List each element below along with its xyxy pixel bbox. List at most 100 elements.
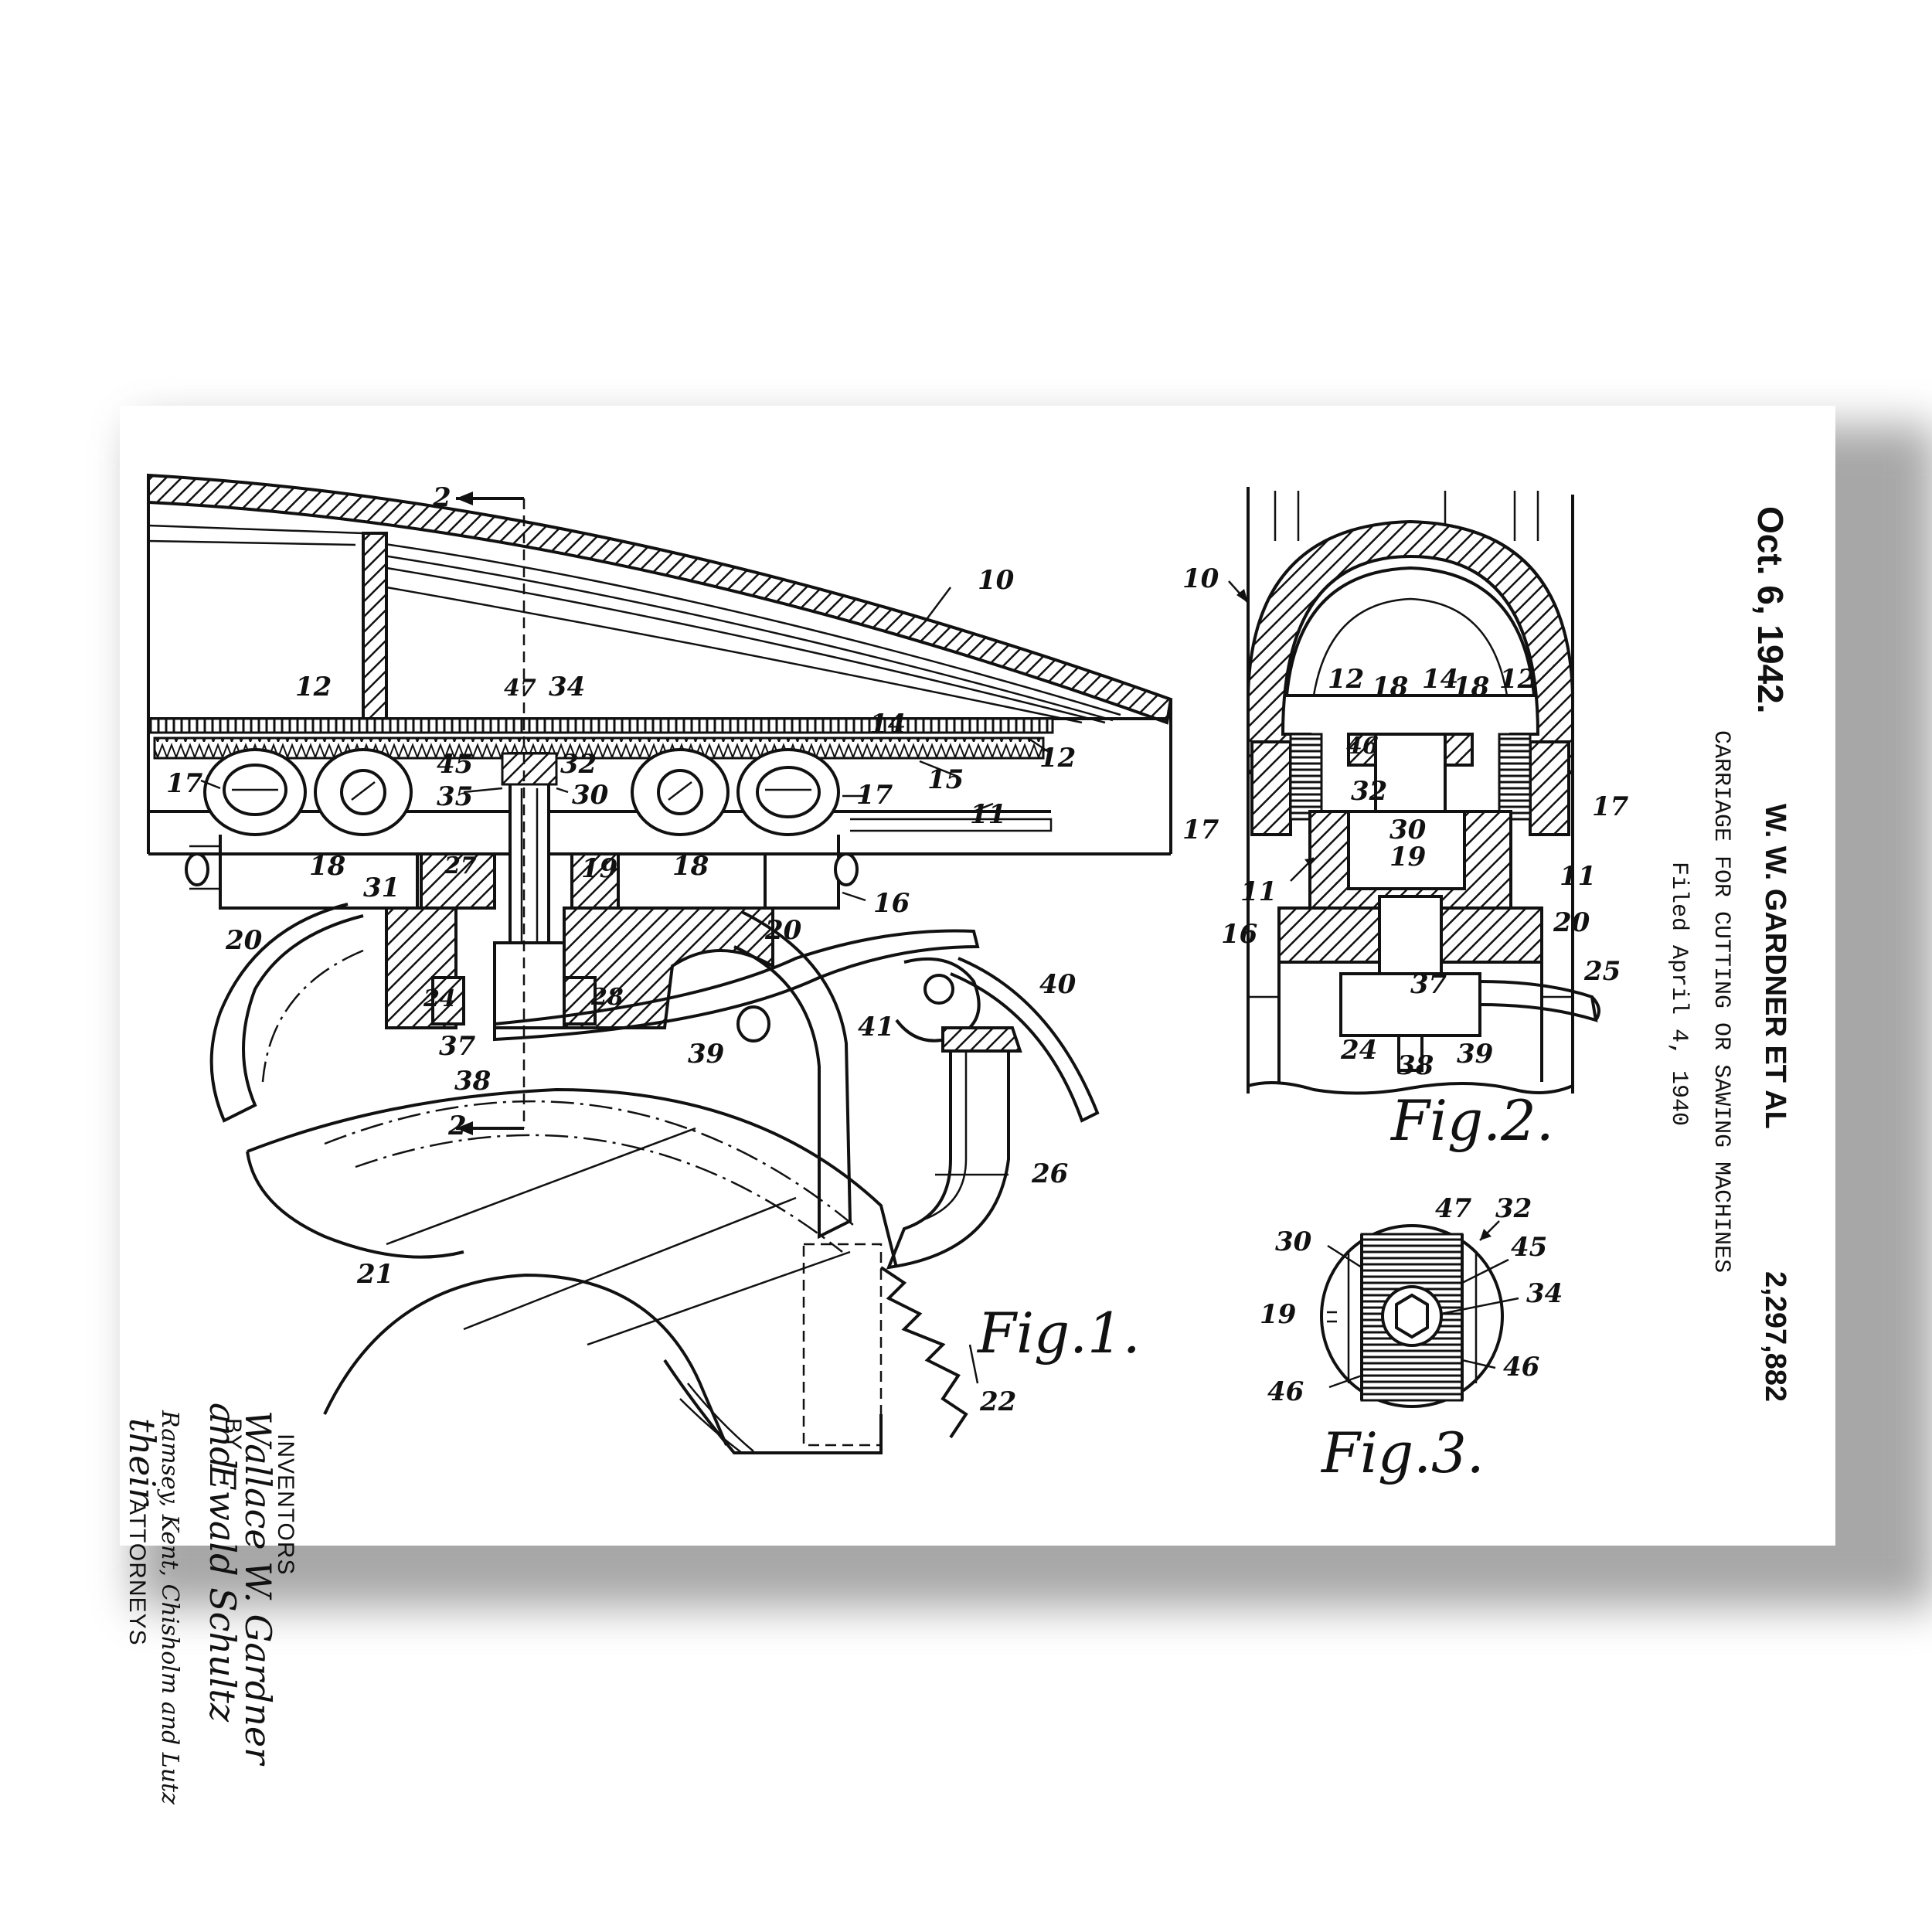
patent-number: 2,297,882 <box>1759 1271 1791 1402</box>
fig2-label-14: 14 <box>1422 664 1458 695</box>
header-block: Oct. 6, 1942. W. W. GARDNER ET AL 2,297,… <box>1665 506 1791 1402</box>
fig1-label-30: 30 <box>572 780 609 811</box>
fig2-label-37: 37 <box>1410 969 1447 1000</box>
fig2-label-38: 38 <box>1397 1050 1434 1081</box>
roller-17-right <box>736 748 840 836</box>
inventor-and: and <box>202 1403 243 1470</box>
fig1-label-17b: 17 <box>856 780 893 811</box>
spring-40 <box>950 957 1100 1123</box>
attorneys-label: ATTORNEYS <box>124 1499 150 1646</box>
figure-3 <box>1320 1220 1519 1408</box>
fig3-label-34: 34 <box>1526 1278 1563 1309</box>
fig2-label-10: 10 <box>1182 563 1219 594</box>
fig2-label-11a: 11 <box>1240 876 1277 907</box>
fig1-label-16: 16 <box>873 888 910 919</box>
attorneys-firm: Ramsey, Kent, Chisholm and Lutz <box>156 1410 183 1804</box>
roller-18-right <box>631 748 730 836</box>
fig2-label-17b: 17 <box>1592 791 1629 822</box>
fig1-label-2-top: 2 <box>432 482 451 513</box>
fig2-label-12a: 12 <box>1328 664 1364 695</box>
fig1-label-2-bottom: 2 <box>447 1111 467 1141</box>
fig1-label-18a: 18 <box>309 851 345 882</box>
attorneys-their: their <box>121 1418 163 1507</box>
fig2-label-39: 39 <box>1457 1039 1493 1070</box>
figure-1 <box>147 473 1173 1454</box>
inventor-name-1: Wallace W. Gardner <box>237 1410 279 1767</box>
roller-18-left <box>314 748 413 836</box>
fig3-label-19: 19 <box>1260 1299 1296 1330</box>
arm-26 <box>886 1036 1010 1270</box>
fig2-label-25: 25 <box>1583 956 1621 987</box>
rack-15 <box>153 736 1045 760</box>
fig1-label-12a: 12 <box>295 672 332 702</box>
fig1-label-20b: 20 <box>764 915 802 946</box>
fig3-label-47: 47 <box>1435 1193 1472 1224</box>
fig1-label-26: 26 <box>1031 1158 1068 1189</box>
saw-teeth-22 <box>879 1266 968 1439</box>
fig1-label-24: 24 <box>423 985 456 1012</box>
fig1-label-15: 15 <box>927 764 964 795</box>
fig1-caption: Fig.1. <box>976 1301 1141 1366</box>
fig3-label-45: 45 <box>1511 1232 1547 1263</box>
fig1-label-14: 14 <box>869 709 906 740</box>
fig2-label-12b: 12 <box>1499 664 1536 695</box>
fig1-label-17a: 17 <box>166 768 203 799</box>
fig1-label-20a: 20 <box>225 925 263 956</box>
inventors-by: BY <box>220 1418 246 1451</box>
fig1-label-37: 37 <box>439 1031 476 1062</box>
inventor-name-2: Ewald Schultz <box>202 1464 243 1723</box>
fig1-label-12b: 12 <box>1039 743 1076 774</box>
fig1-labels: 10 12 12 14 15 11 17 17 18 18 47 34 45 3… <box>166 482 1141 1417</box>
fig2-caption: Fig.2. <box>1389 1088 1554 1153</box>
guard-20-left <box>209 903 364 1123</box>
fig1-label-27: 27 <box>444 852 477 879</box>
fig1-label-28: 28 <box>590 984 624 1011</box>
fig1-label-21: 21 <box>356 1259 393 1290</box>
fig1-label-34: 34 <box>549 672 585 702</box>
figure-2 <box>1228 487 1600 1095</box>
lever-41 <box>895 957 981 1043</box>
fig1-label-32: 32 <box>560 749 597 780</box>
carriage-16 <box>219 835 419 910</box>
fig1-label-47: 47 <box>504 675 536 702</box>
roller-17-left <box>203 748 307 836</box>
fig2-labels: 10 12 18 14 18 12 46 32 30 19 17 17 11 1… <box>1182 563 1629 1153</box>
fig2-label-18b: 18 <box>1453 672 1489 702</box>
fig1-label-35: 35 <box>437 781 473 812</box>
fig1-label-41: 41 <box>858 1012 894 1043</box>
fig1-label-22: 22 <box>979 1386 1016 1417</box>
fig1-label-40: 40 <box>1039 969 1077 1000</box>
patent-date: Oct. 6, 1942. <box>1750 506 1791 714</box>
fig1-label-19: 19 <box>581 853 617 884</box>
fig3-caption: Fig.3. <box>1320 1420 1485 1485</box>
inventors-heading: INVENTORS <box>273 1434 298 1575</box>
fig3-label-46b: 46 <box>1503 1352 1539 1383</box>
workpiece <box>323 1273 728 1446</box>
fig1-label-39: 39 <box>688 1039 724 1070</box>
fig2-label-11b: 11 <box>1560 861 1596 892</box>
fig2-label-24: 24 <box>1340 1035 1377 1066</box>
fig3-labels: 47 32 30 45 34 19 46 46 Fig.3. <box>1260 1193 1563 1485</box>
fig2-label-32: 32 <box>1351 776 1387 807</box>
fig2-label-16: 16 <box>1221 919 1257 950</box>
inventors-block: INVENTORS Wallace W. Gardner and Ewald S… <box>121 1403 298 1804</box>
cable-25 <box>1479 980 1598 1022</box>
fig2-label-20: 20 <box>1553 907 1590 938</box>
fig3-hex-socket <box>1381 1285 1443 1347</box>
guard-20-right <box>733 910 852 1240</box>
fig2-label-46: 46 <box>1346 733 1379 760</box>
filed-date: Filed April 4, 1940 <box>1665 862 1692 1126</box>
saw-blade-21 <box>247 1087 898 1268</box>
inventors-line: W. W. GARDNER ET AL <box>1759 804 1791 1129</box>
fig1-label-10: 10 <box>978 565 1015 596</box>
fig3-label-46a: 46 <box>1267 1376 1304 1407</box>
fig2-label-18a: 18 <box>1372 672 1408 702</box>
fig2-label-19: 19 <box>1389 842 1426 872</box>
fig1-label-38: 38 <box>454 1066 491 1097</box>
patent-title: CARRIAGE FOR CUTTING OR SAWING MACHINES <box>1708 730 1734 1273</box>
fig1-label-18b: 18 <box>672 851 709 882</box>
beam-10-section <box>147 473 1173 725</box>
fig1-label-45: 45 <box>437 749 473 780</box>
fig2-label-30: 30 <box>1389 815 1427 845</box>
